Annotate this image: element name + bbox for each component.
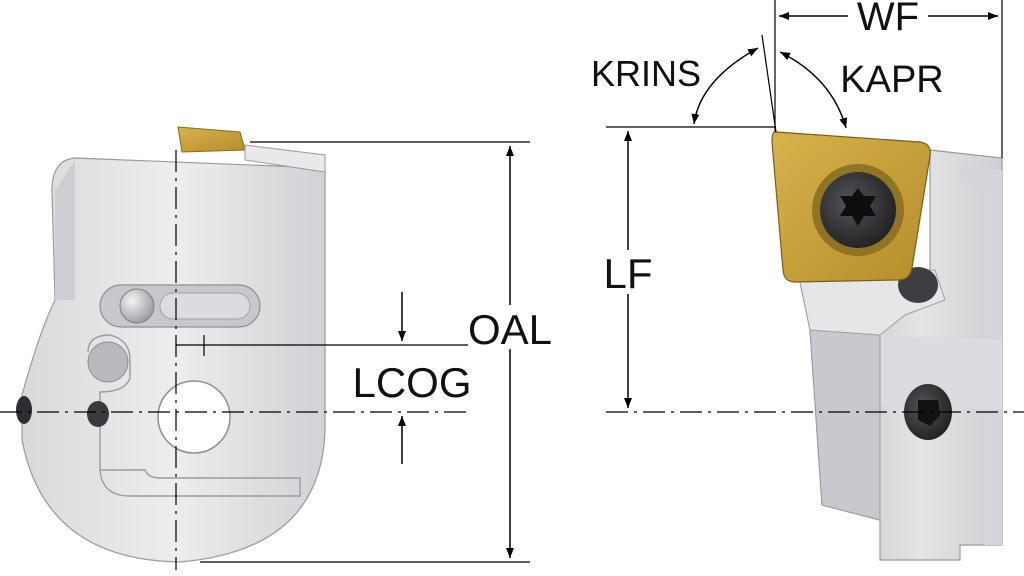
- lower-pocket: [87, 341, 129, 383]
- edge-screw: [16, 396, 32, 424]
- insert-front: [177, 126, 246, 153]
- oal-dimension: [468, 146, 552, 558]
- slot-pin: [119, 288, 155, 324]
- body-bevel: [55, 160, 75, 300]
- kapr-label: KAPR: [840, 59, 943, 101]
- side-screw-hex: [918, 400, 940, 426]
- krins-label: KRINS: [591, 53, 701, 94]
- lf-dimension: [598, 131, 656, 408]
- wf-label: WF: [857, 0, 919, 39]
- body-recess: [87, 334, 301, 497]
- tool-body-front: [21, 157, 326, 563]
- center-bore: [157, 380, 231, 454]
- oal-label: OAL: [468, 306, 552, 353]
- krins-angle: [691, 47, 759, 125]
- lower-block: [880, 335, 1002, 410]
- lcog-label: LCOG: [352, 359, 471, 406]
- side-screw-front: [87, 401, 109, 427]
- top-clamp-edge: [244, 144, 326, 173]
- insert-side: [771, 131, 931, 283]
- front-view: [16, 126, 326, 563]
- torx-socket: [840, 188, 876, 226]
- lf-label: LF: [603, 250, 652, 297]
- side-view: [799, 149, 1003, 561]
- centerlines-left: [0, 141, 530, 570]
- centerlines-right: [606, 0, 1024, 413]
- side-face: [960, 165, 1002, 545]
- kapr-angle: [779, 51, 848, 129]
